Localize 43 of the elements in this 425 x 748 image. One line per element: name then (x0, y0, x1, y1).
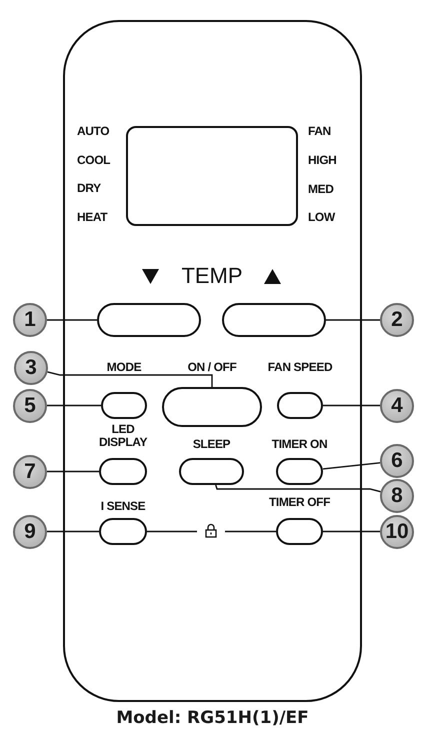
indicator-label: FAN (308, 124, 331, 138)
button-label: SLEEP (192, 438, 230, 451)
temp-label: TEMP (181, 264, 243, 288)
button-label: I SENSE (100, 500, 146, 513)
button-label: TIMER ON (272, 438, 328, 451)
button-label: ON / OFF (188, 361, 236, 374)
indicator-label: AUTO (77, 124, 110, 138)
indicator-label: HEAT (77, 210, 108, 224)
callout-number: 2 (380, 303, 414, 337)
callout-number: 3 (14, 351, 48, 385)
leader-line (47, 319, 97, 321)
remote-body (63, 20, 362, 702)
indicator-label: MED (308, 182, 334, 196)
callout-number: 8 (380, 479, 414, 513)
remote-button (222, 303, 326, 337)
leader-line (323, 530, 380, 532)
button-label: LED DISPLAY (98, 423, 148, 449)
button-label: MODE (106, 361, 142, 374)
leader-line (215, 484, 381, 492)
callout-number: 10 (380, 514, 414, 548)
display-screen (126, 126, 298, 226)
leader-line (47, 530, 99, 532)
leader-line (47, 470, 99, 472)
indicator-label: LOW (308, 210, 335, 224)
indicator-label: COOL (77, 154, 110, 166)
leader-line (47, 371, 213, 387)
indicator-label: DRY (77, 182, 101, 194)
callout-number: 7 (13, 454, 47, 488)
model-caption: Model: RG51H(1)/EF (115, 708, 310, 728)
remote-button (97, 303, 201, 337)
button-label: TIMER OFF (268, 496, 330, 509)
leader-line (47, 404, 101, 406)
connector-line (147, 530, 276, 532)
leader-line (322, 462, 380, 470)
callout-number: 6 (380, 444, 414, 478)
indicator-label: HIGH (308, 154, 336, 166)
callout-number: 5 (13, 388, 47, 422)
callout-number: 9 (13, 514, 47, 548)
callout-number: 1 (13, 303, 47, 337)
callout-number: 4 (380, 388, 414, 422)
leader-line (323, 404, 380, 406)
button-label: FAN SPEED (268, 361, 332, 374)
leader-line (326, 319, 380, 321)
